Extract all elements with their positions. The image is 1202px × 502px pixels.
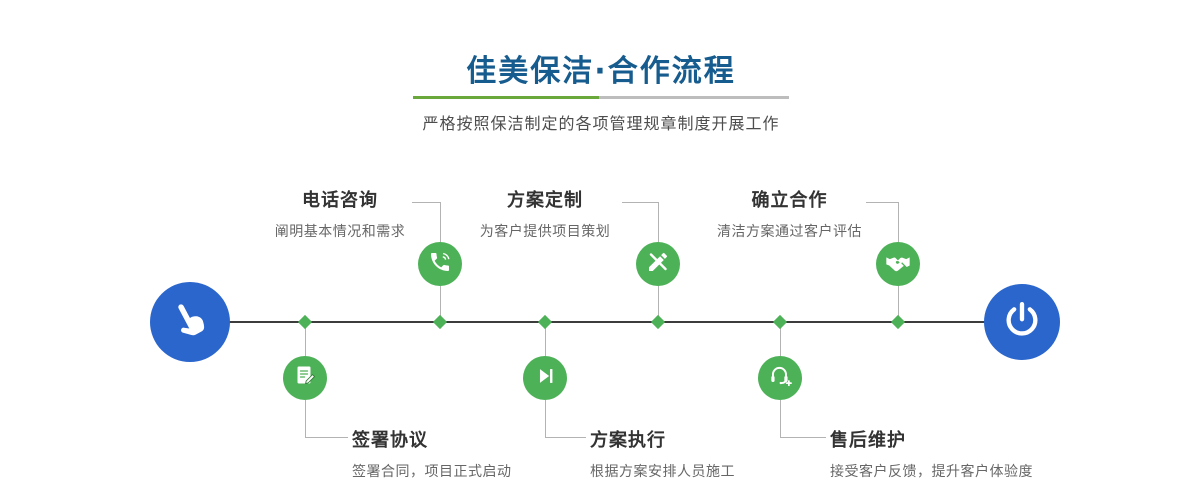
step-desc: 签署合同，项目正式启动 xyxy=(352,464,512,480)
step-title: 签署协议 xyxy=(352,430,428,451)
power-icon xyxy=(1002,300,1042,344)
step-desc: 清洁方案通过客户评估 xyxy=(717,224,862,240)
step-service-text: 售后维护 接受客户反馈，提升客户体验度 xyxy=(830,426,1090,481)
page-subtitle: 严格按照保洁制定的各项管理规章制度开展工作 xyxy=(422,114,780,133)
connector-line xyxy=(305,322,306,356)
step-plan-circle xyxy=(636,242,680,286)
connector-line xyxy=(305,437,348,438)
headset-plus-icon xyxy=(767,363,793,393)
step-contract-circle xyxy=(283,356,327,400)
step-desc: 阐明基本情况和需求 xyxy=(274,224,406,240)
step-title: 方案执行 xyxy=(590,430,666,451)
step-service-circle xyxy=(758,356,802,400)
connector-line xyxy=(545,322,546,356)
page-title: 佳美保洁·合作流程 xyxy=(466,54,736,89)
connector-line xyxy=(658,202,659,242)
timeline-node-diamond xyxy=(432,314,448,330)
phone-icon xyxy=(428,250,452,278)
step-title: 方案定制 xyxy=(507,190,583,211)
connector-line xyxy=(780,322,781,356)
step-execute-text: 方案执行 根据方案安排人员施工 xyxy=(590,426,810,481)
step-contract-text: 签署协议 签署合同，项目正式启动 xyxy=(352,426,572,481)
step-desc: 根据方案安排人员施工 xyxy=(590,464,735,480)
contract-icon xyxy=(293,364,317,392)
connector-line xyxy=(658,286,659,322)
timeline-node-diamond xyxy=(650,314,666,330)
step-title: 售后维护 xyxy=(830,430,906,451)
timeline-end-node xyxy=(984,284,1060,360)
step-execute-circle xyxy=(523,356,567,400)
step-phone-circle xyxy=(418,242,462,286)
play-step-icon xyxy=(534,365,556,391)
timeline-line xyxy=(190,321,1022,323)
connector-line xyxy=(780,437,826,438)
timeline-start-node xyxy=(150,282,230,362)
timeline-node-diamond xyxy=(890,314,906,330)
step-desc: 为客户提供项目策划 xyxy=(479,224,611,240)
pencil-ruler-icon xyxy=(646,250,670,278)
handshake-icon xyxy=(884,248,912,280)
step-title: 确立合作 xyxy=(751,190,828,211)
connector-line xyxy=(866,202,898,203)
timeline-node-diamond xyxy=(297,314,313,330)
step-confirm-text: 确立合作 清洁方案通过客户评估 xyxy=(702,186,877,241)
step-desc: 接受客户反馈，提升客户体验度 xyxy=(830,464,1033,480)
step-confirm-circle xyxy=(876,242,920,286)
timeline-node-diamond xyxy=(537,314,553,330)
step-plan-text: 方案定制 为客户提供项目策划 xyxy=(465,186,625,241)
connector-line xyxy=(898,286,899,322)
title-divider-gray xyxy=(599,96,789,99)
hand-pointer-icon xyxy=(168,298,212,346)
connector-line xyxy=(622,202,658,203)
connector-line xyxy=(898,202,899,242)
connector-line xyxy=(545,400,546,438)
connector-line xyxy=(440,286,441,322)
step-phone-text: 电话咨询 阐明基本情况和需求 xyxy=(255,186,425,241)
connector-line xyxy=(412,202,440,203)
title-divider-green xyxy=(413,96,599,99)
connector-line xyxy=(440,202,441,242)
step-title: 电话咨询 xyxy=(302,190,378,211)
timeline-node-diamond xyxy=(772,314,788,330)
connector-line xyxy=(545,437,586,438)
connector-line xyxy=(780,400,781,438)
connector-line xyxy=(305,400,306,438)
